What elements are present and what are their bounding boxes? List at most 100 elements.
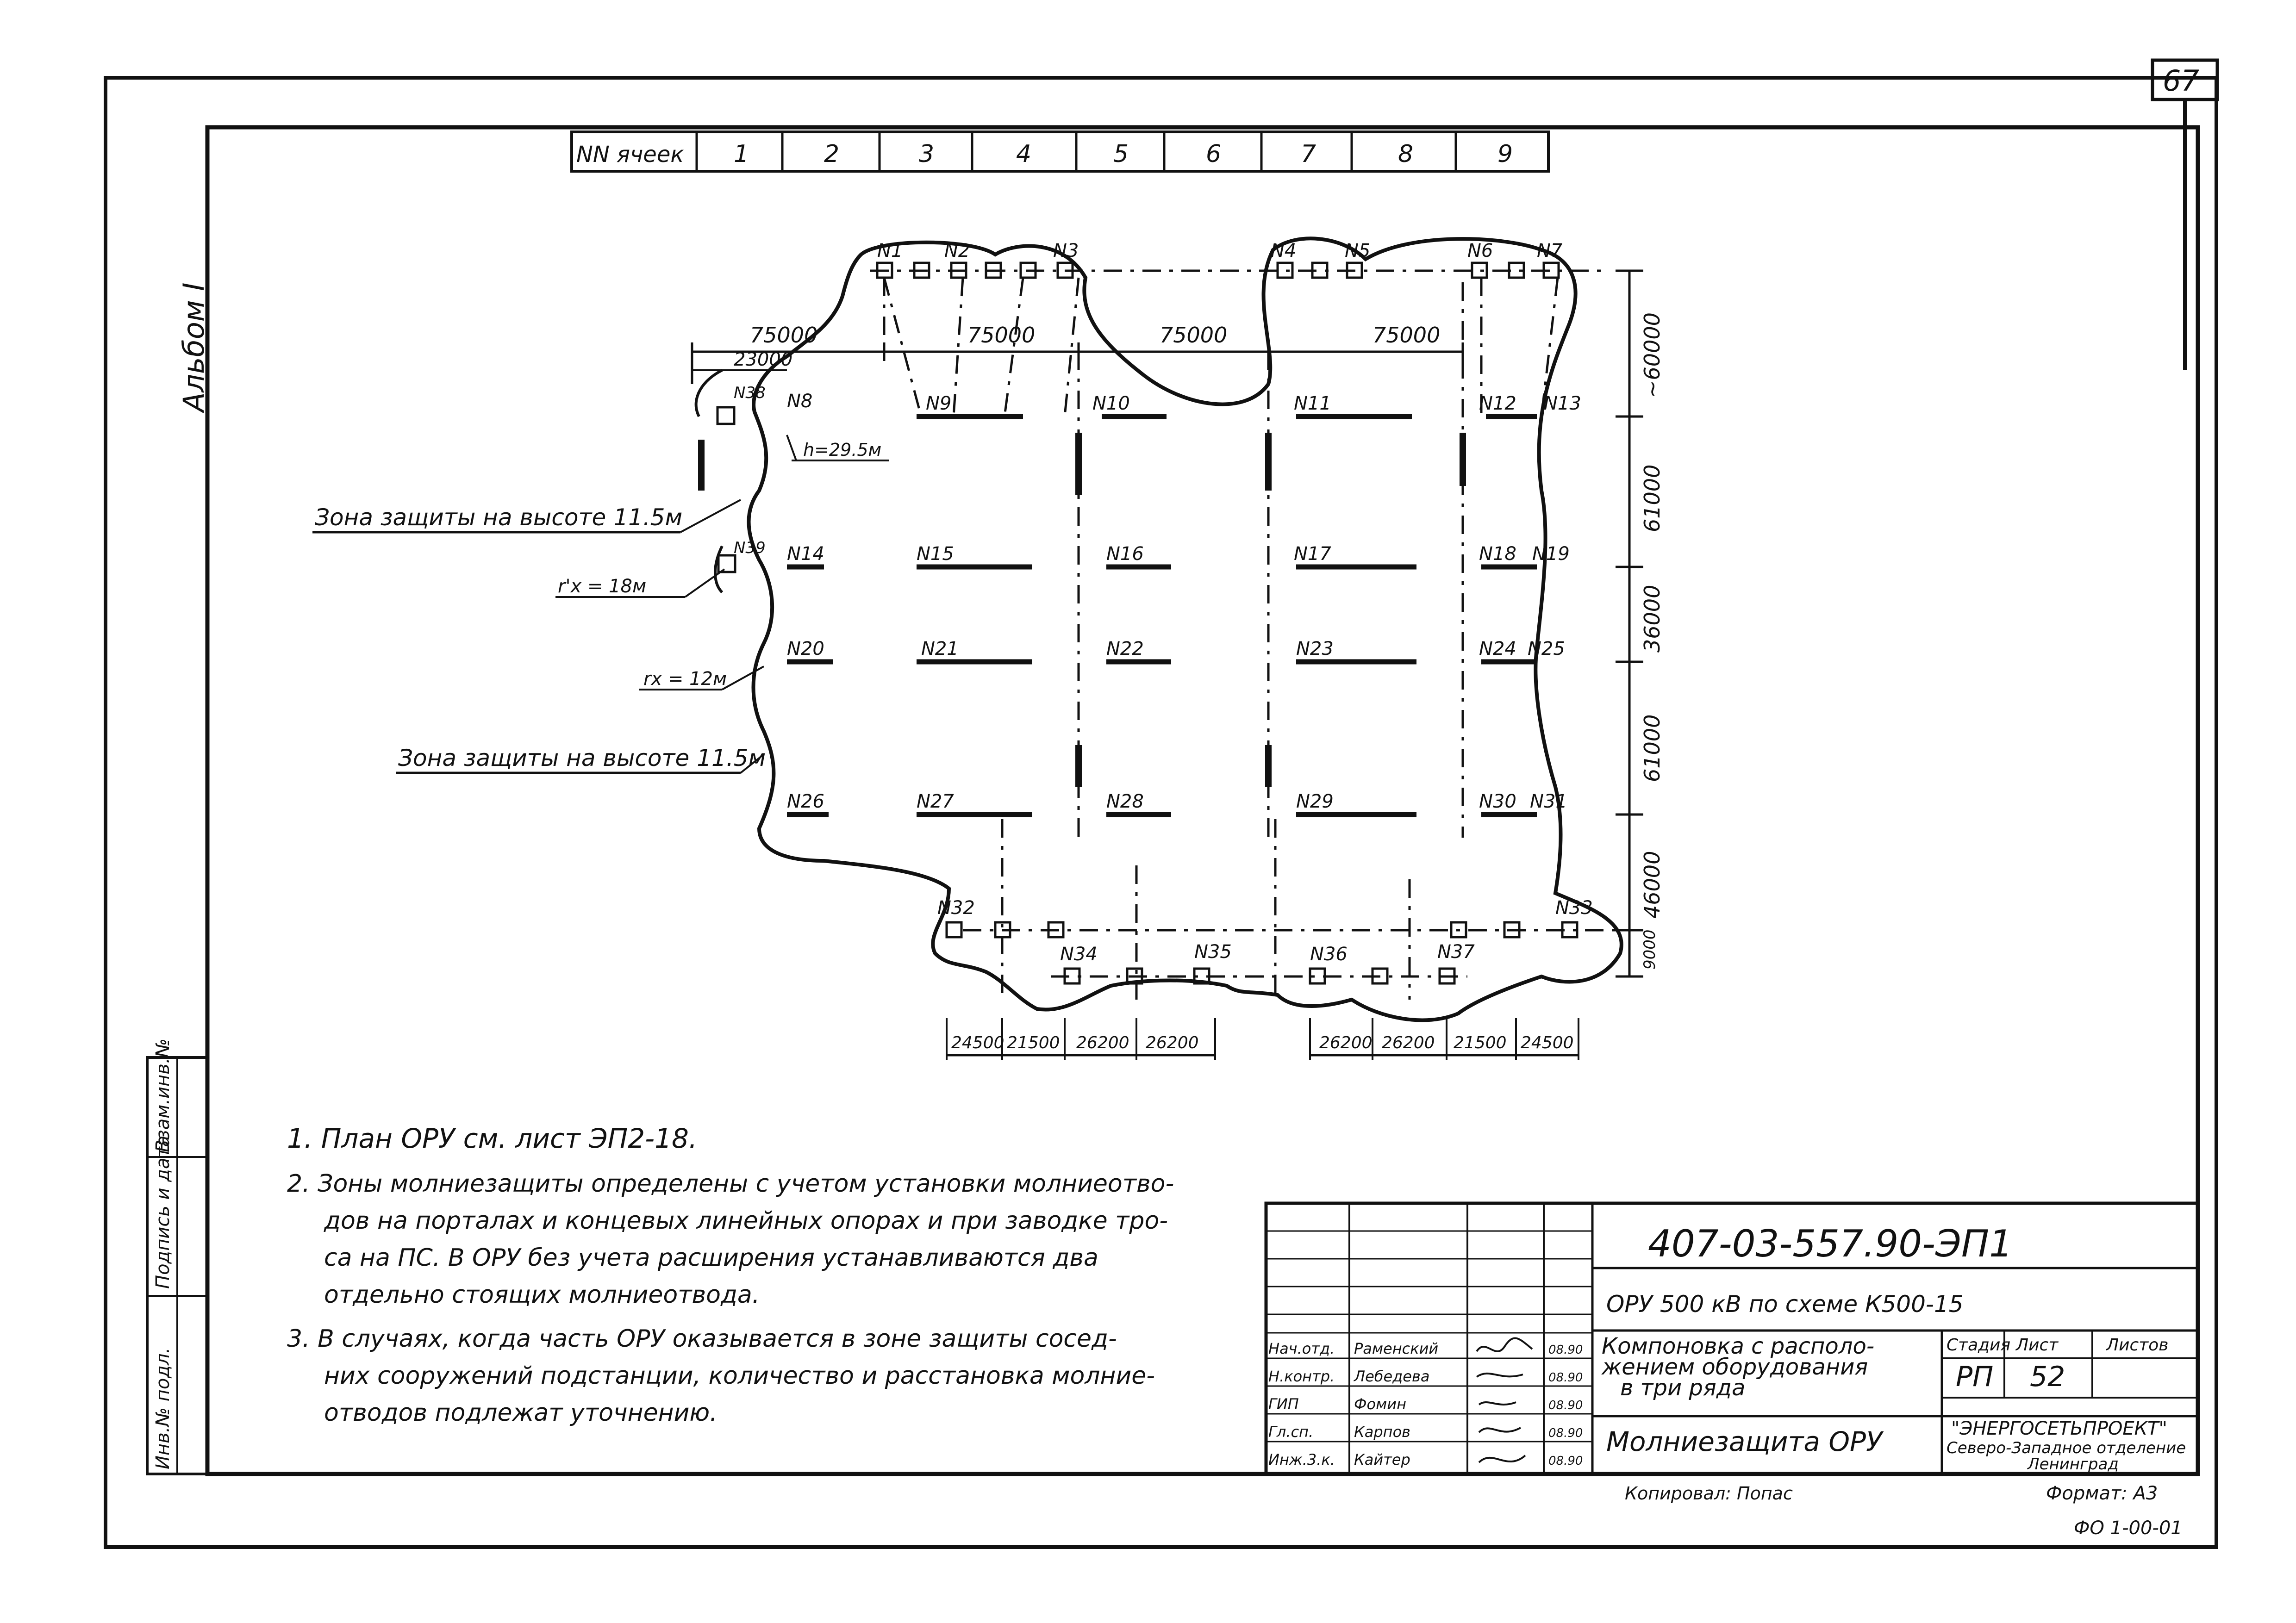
cell-number: 8 [1398, 140, 1413, 168]
rod-label: N13 [1544, 393, 1581, 414]
cell-number: 7 [1301, 140, 1316, 168]
stamp-date: 08.90 [1548, 1343, 1583, 1357]
title-block: 407-03-557.90-ЭП1 ОРУ 500 кВ по схеме К5… [1264, 1201, 2200, 1476]
dim-bottom: 21500 [1454, 1033, 1507, 1052]
rod-label: N2 [944, 240, 970, 261]
cell-number: 9 [1497, 140, 1513, 168]
description-line: Компоновка с располо- [1602, 1333, 1874, 1359]
stamp-role: Н.контр. [1268, 1368, 1335, 1385]
rod-label: N5 [1345, 240, 1370, 261]
stamp-name: Кайтер [1354, 1451, 1410, 1468]
dim-right: 46000 [1640, 851, 1665, 919]
top-dimensions: 75000 75000 75000 75000 23000 [691, 323, 1464, 384]
dim-right: 61000 [1640, 465, 1665, 532]
stamp-date: 08.90 [1548, 1371, 1583, 1385]
dim-right: 9000 [1641, 929, 1659, 970]
rod-label: N35 [1194, 941, 1232, 963]
rod-label: N8 [787, 391, 812, 412]
description-line: в три ряда [1620, 1375, 1745, 1401]
stamp-role: Инж.3.к. [1268, 1451, 1335, 1468]
sheet-title: Молниезащита ОРУ [1606, 1426, 1884, 1457]
org-city: Ленинград [2027, 1455, 2119, 1474]
dim-right: ~60000 [1640, 312, 1665, 398]
note-line: отдельно стоящих молниеотвода. [324, 1281, 760, 1309]
dim-bottom: 26200 [1319, 1033, 1373, 1052]
rod-label: N14 [787, 543, 824, 565]
dim-bottom: 26200 [1076, 1033, 1129, 1052]
rod-label: N32 [937, 897, 975, 919]
inner-frame [205, 125, 2200, 1476]
album-label: Альбом I [177, 282, 211, 414]
stamp-name: Карпов [1354, 1423, 1410, 1441]
dim-top-span: 75000 [1160, 323, 1227, 348]
cell-number: 5 [1113, 140, 1129, 168]
rod-label: N18 [1479, 543, 1516, 565]
stage-value: РП [1956, 1361, 1993, 1393]
rod-label: N10 [1092, 393, 1130, 414]
org-name: "ЭНЕРГОСЕТЬПРОЕКТ" [1951, 1418, 2167, 1439]
rod-label: N36 [1310, 944, 1348, 965]
rod-label: N39 [734, 539, 766, 557]
rod-label: N4 [1271, 240, 1296, 261]
rod-label: N21 [921, 638, 959, 659]
sheet-number: 67 [2163, 64, 2199, 98]
rod-label: N19 [1532, 543, 1570, 565]
description-line: жением оборудования [1601, 1354, 1868, 1380]
stamp-role: Нач.отд. [1268, 1340, 1335, 1357]
protection-zone-boundary [747, 236, 1623, 1022]
rod-label: N27 [917, 791, 954, 812]
rod-label: N25 [1528, 638, 1565, 659]
sheet-value: 52 [2030, 1361, 2065, 1393]
org-branch: Северо-Западное отделение [1947, 1439, 2186, 1457]
annotation-rx18: r'x = 18м [558, 576, 646, 597]
note-line: са на ПС. В ОРУ без учета расширения уст… [324, 1244, 1098, 1272]
rod-label: N30 [1479, 791, 1516, 812]
rod-label: N3 [1053, 240, 1079, 261]
busbar-rows [787, 414, 1537, 817]
bottom-dimensions: 24500 21500 26200 26200 26200 26200 2150… [946, 1018, 1579, 1060]
stamp-name: Раменский [1354, 1340, 1438, 1357]
cells-header-label: NN ячеек [576, 142, 684, 168]
side-stamp-inv: Инв.№ подл. [152, 1348, 174, 1469]
rod-label: N28 [1106, 791, 1144, 812]
rod-label: N7 [1537, 240, 1563, 261]
dim-top-span: 75000 [750, 323, 817, 348]
rod-label: N15 [917, 543, 954, 565]
dim-sub-span: 23000 [734, 349, 792, 370]
dim-right: 61000 [1640, 715, 1665, 782]
rod-label: N9 [926, 393, 951, 414]
stamp-name: Фомин [1354, 1395, 1406, 1413]
format-label: Формат: А3 [2046, 1483, 2158, 1504]
footer-code: ФО 1-00-01 [2074, 1517, 2183, 1539]
annotation-rx12: rx = 12м [643, 668, 727, 690]
stamp-role: Гл.сп. [1268, 1423, 1313, 1441]
note-line: 3. В случаях, когда часть ОРУ оказываетс… [287, 1325, 1117, 1353]
stamp-date: 08.90 [1548, 1454, 1583, 1468]
annotation-height: h=29.5м [803, 440, 881, 460]
rod-label: N26 [787, 791, 824, 812]
rod-label: N11 [1294, 393, 1331, 414]
sheet-header: Лист [2015, 1336, 2059, 1355]
portal-posts [716, 261, 1578, 985]
note-line: 2. Зоны молниезащиты определены с учетом… [287, 1170, 1174, 1198]
stamp-date: 08.90 [1548, 1426, 1583, 1440]
drawing-code: 407-03-557.90-ЭП1 [1648, 1222, 2013, 1265]
rod-label: N6 [1467, 240, 1493, 261]
cell-number: 3 [919, 140, 934, 168]
dim-top-span: 75000 [967, 323, 1035, 348]
annotations: h=29.5м Зона защиты на высоте 11.5м r'x … [312, 435, 889, 774]
rod-label: N34 [1060, 944, 1098, 965]
note-line: дов на порталах и концевых линейных опор… [324, 1207, 1168, 1235]
rod-label: N1 [877, 240, 903, 261]
stamp-name: Лебедева [1354, 1368, 1429, 1385]
rod-label: N20 [787, 638, 824, 659]
side-stamp-signature: Подпись и дата [152, 1136, 174, 1289]
rod-labels: N1 N2 N3 N4 N5 N6 N7 N8 N9 N10 N11 N12 N… [734, 240, 1593, 965]
copied-by: Копировал: Попас [1625, 1483, 1793, 1504]
cell-number: 6 [1206, 140, 1221, 168]
dim-bottom: 21500 [1007, 1033, 1060, 1052]
outer-border [104, 76, 2218, 1549]
signature-scribble [1476, 1337, 1533, 1463]
portal-lines [870, 269, 1616, 1000]
